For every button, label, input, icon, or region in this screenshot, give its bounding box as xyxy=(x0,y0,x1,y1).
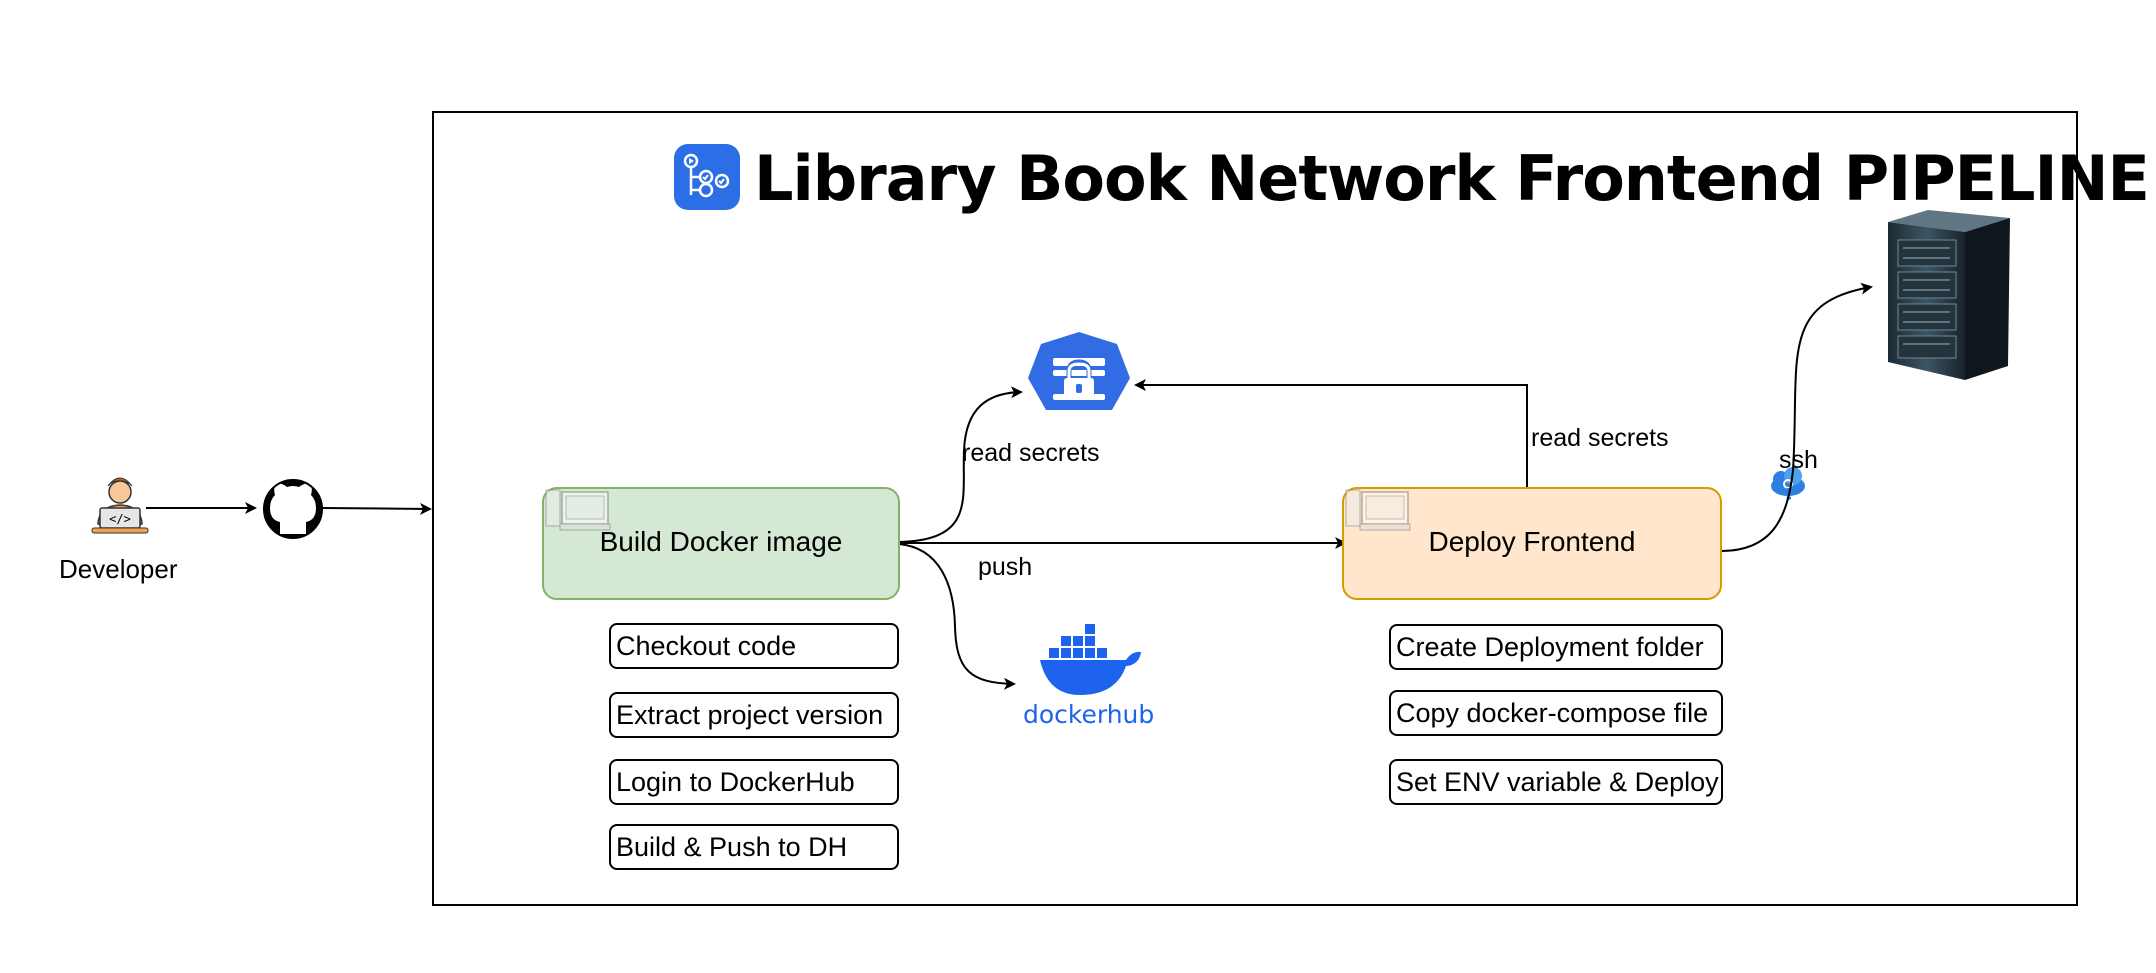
page-title: Library Book Network Frontend PIPELINE xyxy=(754,142,2150,215)
push-label: push xyxy=(978,553,1033,581)
build-read-secrets-arrow xyxy=(898,386,1023,543)
developer-icon: </> xyxy=(91,477,149,534)
deploy-step-set-env-deploy: Set ENV variable & Deploy xyxy=(1389,759,1723,805)
build-job-box xyxy=(542,487,900,600)
svg-text:</>: </> xyxy=(109,512,131,526)
deploy-read-secrets-label: read secrets xyxy=(1531,424,1669,452)
server-rack-icon xyxy=(1888,210,2010,380)
github-icon xyxy=(263,479,323,539)
dockerhub-label: dockerhub xyxy=(1023,700,1155,729)
deploy-job-box xyxy=(1342,487,1722,600)
pipeline-frame xyxy=(432,111,2078,906)
kubernetes-secret-icon xyxy=(1028,332,1130,410)
push-to-dockerhub-arrow xyxy=(898,543,1016,690)
build-step-checkout: Checkout code xyxy=(609,623,899,669)
build-step-login-dockerhub: Login to DockerHub xyxy=(609,759,899,805)
ssh-label: ssh xyxy=(1779,446,1818,474)
build-computer-icon xyxy=(545,489,611,531)
build-job-label: Build Docker image xyxy=(599,526,843,557)
build-read-secrets-label: read secrets xyxy=(962,439,1100,467)
github-actions-icon xyxy=(674,144,740,210)
github-to-pipeline-arrow xyxy=(321,502,432,515)
build-step-build-push: Build & Push to DH xyxy=(609,824,899,870)
docker-whale-icon xyxy=(1040,624,1141,695)
deploy-step-copy-compose: Copy docker-compose file xyxy=(1389,690,1723,736)
build-step-extract-version: Extract project version xyxy=(609,692,899,738)
deploy-step-create-folder: Create Deployment folder xyxy=(1389,624,1723,670)
developer-label: Developer xyxy=(59,554,178,584)
deploy-computer-icon xyxy=(1345,489,1411,531)
ssh-to-server-arrow xyxy=(1720,282,1873,552)
deploy-read-secrets-arrow xyxy=(1134,379,1528,488)
deploy-job-label: Deploy Frontend xyxy=(1428,526,1636,557)
